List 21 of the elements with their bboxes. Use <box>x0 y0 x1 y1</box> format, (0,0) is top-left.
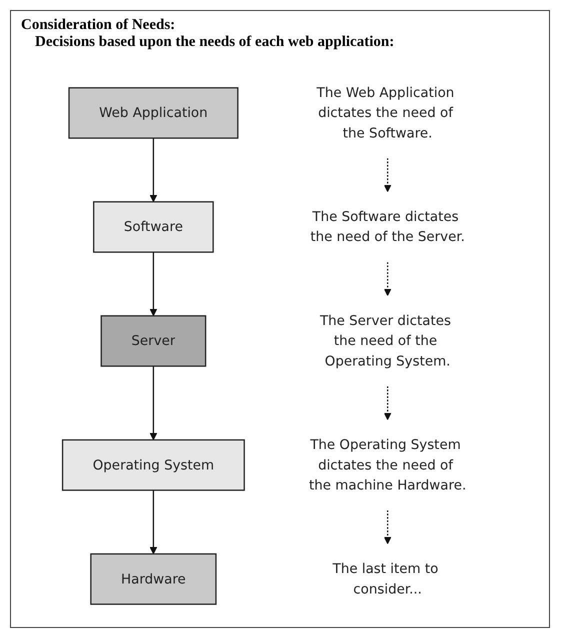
node-box <box>90 553 217 605</box>
node-text: The Server dictates the need of the Operating System. <box>320 312 452 369</box>
arrow <box>384 510 392 544</box>
arrow <box>150 366 158 440</box>
node-box <box>62 439 245 491</box>
node-text: The Software dictates the need of the Server. <box>310 208 465 245</box>
node-box <box>68 87 238 139</box>
arrow <box>150 490 158 554</box>
node-text: The last item to consider... <box>332 560 438 597</box>
arrow <box>150 138 158 202</box>
arrow <box>150 252 158 316</box>
arrow <box>384 262 392 296</box>
node-box <box>93 201 214 253</box>
arrow <box>384 158 392 192</box>
node-text: The Web Application dictates the need of the Software. <box>316 84 454 141</box>
title: Consideration of Needs: <box>21 17 176 34</box>
subtitle: Decisions based upon the needs of each web application: <box>35 34 396 51</box>
arrow <box>384 386 392 420</box>
node-text: The Operating System dictates the need of the machine Hardware. <box>309 436 466 493</box>
flowchart: Web Application The Web Application dictates the need of the Software. Software The Software dictates the need of the Server. Server The Server dictates the need of the Operating System. Operating System The Operating System dictates the need of the machine Hardware. Hardware The last item to consider... <box>21 61 539 621</box>
node-box <box>100 315 206 367</box>
